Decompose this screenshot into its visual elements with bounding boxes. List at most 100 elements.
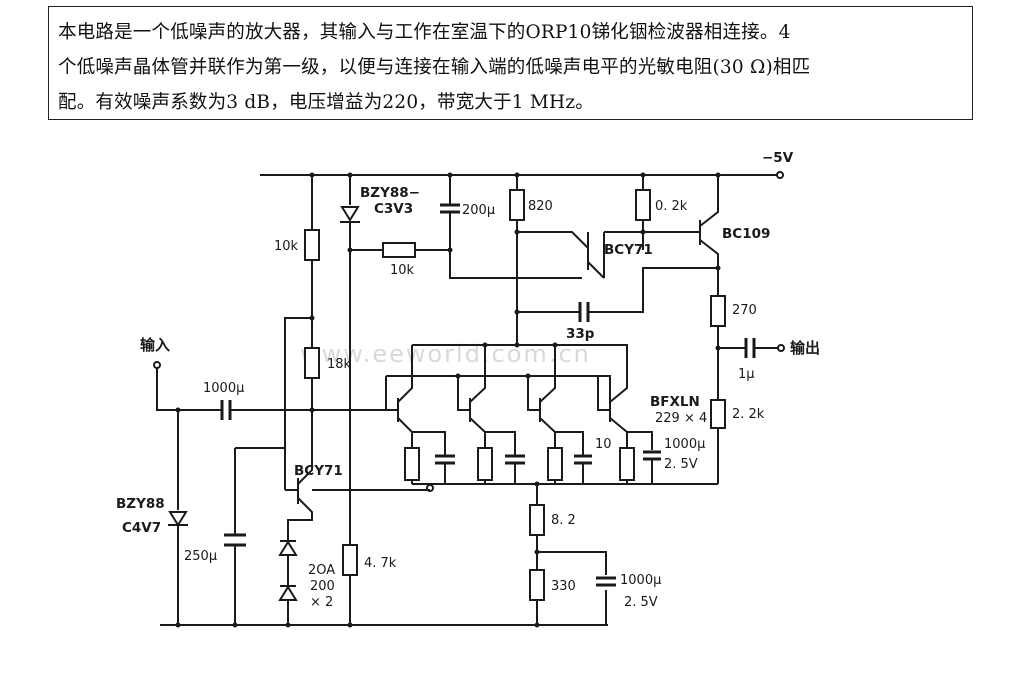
r-4-7k-label: 4. 7k	[364, 556, 397, 571]
cap-250u-wire	[234, 447, 285, 625]
cap-1000u-in-icon	[220, 400, 232, 420]
r-2-2k-label: 2. 2k	[732, 407, 765, 422]
diode-label-1: 2OA	[308, 563, 335, 578]
q-bcy71-bot-label: BCY71	[294, 463, 343, 479]
resistor-emitter-3	[547, 447, 563, 481]
cap-1000u-in-label: 1000μ	[203, 381, 244, 396]
zener-bot-icon	[168, 511, 188, 527]
description-line-2: 个低噪声晶体管并联作为第一级，以便与连接在输入端的低噪声电平的光敏电阻(30 Ω…	[58, 57, 811, 78]
r-8-2-wire	[536, 484, 607, 625]
q-bfxln-1	[385, 368, 413, 445]
cap-1u-label: 1μ	[738, 367, 755, 382]
resistor-820	[509, 189, 525, 221]
junction-dot	[514, 342, 520, 348]
resistor-4-7k	[342, 544, 358, 576]
q-bcy71-top-label: BCY71	[604, 242, 653, 258]
cap-2-5v-bot-label: 2. 5V	[624, 595, 658, 610]
zener-top-label-1: BZY88−	[360, 185, 420, 201]
diode-label-2: 200	[310, 579, 335, 594]
cap-emitter-2-icon	[505, 454, 525, 465]
supply-terminal	[776, 171, 784, 179]
junction-dot	[175, 622, 181, 628]
q-bcy71-top-wire	[517, 231, 605, 279]
junction-dot	[347, 172, 353, 178]
cap-200u-wire	[449, 175, 582, 279]
junction-dot	[552, 342, 558, 348]
junction-dot	[534, 622, 540, 628]
description-line-1: 本电路是一个低噪声的放大器，其输入与工作在室温下的ORP10锑化铟检波器相连接。…	[58, 22, 791, 43]
r-330-label: 330	[551, 579, 576, 594]
input-label: 输入	[140, 336, 170, 354]
junction-dot	[285, 622, 291, 628]
q-bc109-label: BC109	[722, 226, 770, 242]
zener-bot-label-1: BZY88	[116, 496, 165, 512]
cap-1000u-bot-label: 1000μ	[620, 573, 661, 588]
resistor-2-2k	[710, 399, 726, 429]
r-270-label: 270	[732, 303, 757, 318]
junction-dot	[482, 342, 488, 348]
q-bcy71-bot-wire	[284, 410, 313, 625]
junction-dot	[715, 172, 721, 178]
zener-top-label-2: C3V3	[374, 201, 413, 217]
resistor-18k	[304, 347, 320, 379]
cap-10-label: 10	[595, 437, 612, 452]
junction-dot	[525, 373, 531, 379]
junction-dot	[447, 247, 453, 253]
junction-dot	[309, 172, 315, 178]
diode-2-icon	[278, 585, 298, 601]
diode-1-icon	[278, 540, 298, 556]
resistor-270	[710, 295, 726, 327]
resistor-emitter-1	[404, 447, 420, 481]
cap-emitter-3-icon	[574, 454, 592, 465]
q-bfxln-3	[527, 368, 556, 445]
q-bfxln-4	[597, 368, 628, 445]
resistor-emitter-4	[619, 447, 635, 481]
junction-dot	[232, 622, 238, 628]
resistor-8-2	[529, 504, 545, 536]
q-bfxln-label-2: 229 × 4	[655, 411, 707, 426]
cap-1000u-bot-icon	[596, 576, 616, 587]
supply-label: −5V	[762, 150, 794, 166]
q-bfxln-label-1: BFXLN	[650, 394, 700, 410]
bias-tap-wire	[284, 317, 312, 470]
resistor-0-2k	[635, 189, 651, 221]
junction-dot	[447, 172, 453, 178]
cap-1000u-emit-label: 1000μ	[664, 437, 705, 452]
diode-label-3: × 2	[310, 595, 333, 610]
description-line-3: 配。有效噪声系数为3 dB，电压增益为220，带宽大于1 MHz。	[58, 92, 594, 113]
q-bc109-wire	[643, 175, 719, 268]
description-box	[48, 6, 973, 120]
junction-dot	[455, 373, 461, 379]
cap-250u-label: 250μ	[184, 549, 217, 564]
cap-250u-icon	[224, 533, 246, 547]
cap-200u-icon	[440, 203, 460, 214]
input-terminal	[153, 361, 161, 369]
junction-dot	[534, 549, 540, 555]
junction-dot	[514, 172, 520, 178]
zener-top-icon	[340, 206, 360, 222]
cap-33p-icon	[578, 302, 590, 322]
r-10k-h-label: 10k	[390, 263, 415, 278]
resistor-emitter-2	[477, 447, 493, 481]
cap-1u-icon	[744, 338, 756, 358]
r-10k-v-label: 10k	[274, 239, 299, 254]
collector-bus-wire	[411, 344, 628, 368]
cap-200u-label: 200μ	[462, 203, 495, 218]
cap-emitter-4-icon	[643, 450, 661, 461]
r-0-2k-label: 0. 2k	[655, 199, 688, 214]
resistor-10k-vertical	[304, 229, 320, 261]
zener-bot-label-2: C4V7	[122, 520, 161, 536]
cap-33p-wire	[517, 267, 718, 313]
r-18k-label: 18k	[327, 357, 352, 372]
cap-33p-label: 33p	[566, 326, 595, 342]
resistor-330	[529, 569, 545, 601]
junction-dot	[309, 315, 315, 321]
r-820-label: 820	[528, 199, 553, 214]
junction-dot	[347, 622, 353, 628]
output-terminal	[777, 344, 785, 352]
emitter-network-wire	[411, 431, 653, 484]
q-bfxln-2	[457, 368, 486, 445]
output-label: 输出	[790, 339, 820, 357]
cap-2-5v-emit-label: 2. 5V	[664, 457, 698, 472]
